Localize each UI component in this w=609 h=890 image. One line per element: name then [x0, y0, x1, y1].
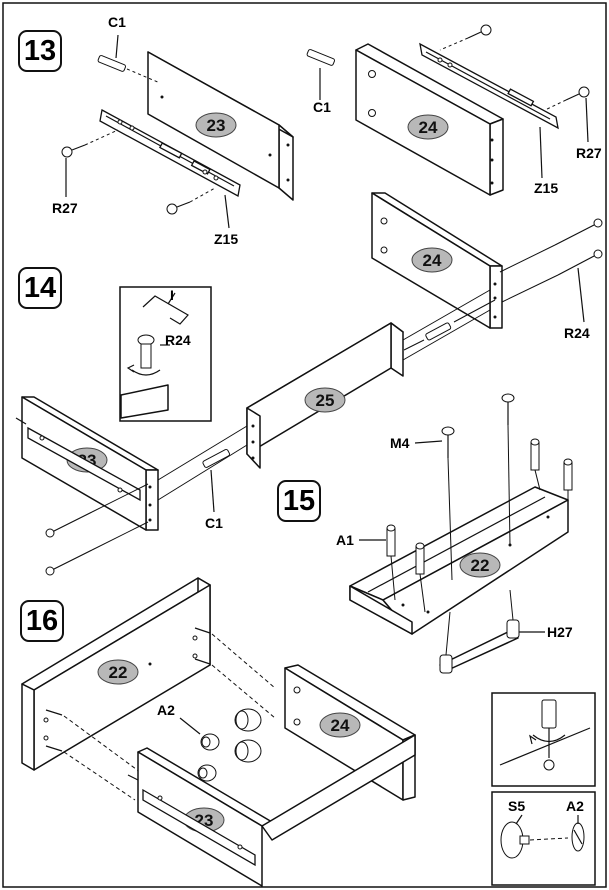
label-c1-step13-right: C1 [313, 99, 331, 115]
step-15-diagram: 22 M4 A1 [336, 393, 573, 674]
screws-m4-step15 [441, 393, 515, 581]
part-number-24-step16: 24 [331, 716, 350, 735]
step-13-number: 13 [18, 30, 62, 72]
step-14-diagram: I R24 24 R24 [15, 192, 603, 576]
label-r27-step13-left: R27 [52, 200, 78, 216]
part-number-25: 25 [316, 391, 335, 410]
part-number-24: 24 [419, 118, 438, 137]
label-c1-step14: C1 [205, 515, 223, 531]
part-number-22-step16: 22 [109, 663, 128, 682]
panel-22-step16: 22 [21, 577, 211, 771]
dowel-c1-step13-right [306, 49, 336, 100]
label-r24-step14: R24 [564, 325, 590, 341]
label-a2-inset: A2 [566, 798, 584, 814]
label-z15-step13-left: Z15 [214, 231, 238, 247]
step-13-diagram: 23 C1 R27 Z15 [52, 14, 602, 247]
handle-h27-step15 [439, 589, 545, 674]
label-s5: S5 [508, 798, 525, 814]
panel-23-step13: 23 [147, 51, 294, 201]
dowel-c1-step13 [97, 34, 161, 84]
part-number-24-step14: 24 [423, 251, 442, 270]
dowel-c1-step14-left [202, 448, 231, 513]
cam-bolts-step16 [45, 627, 276, 801]
label-r27-step13-right: R27 [576, 145, 602, 161]
step-16-diagram: 22 24 23 [21, 577, 416, 887]
step-16-number: 16 [20, 600, 64, 642]
label-a1: A1 [336, 532, 354, 548]
panel-24-step13: 24 [355, 43, 504, 196]
cam-lock-inset [119, 286, 212, 422]
label-i: I [170, 287, 174, 303]
panel-23-step16: 23 [127, 734, 416, 887]
drawer-slide-z15-left [99, 108, 241, 229]
drawer-slide-z15-right [419, 42, 559, 179]
part-number-22: 22 [471, 556, 490, 575]
panel-22-step15: 22 [349, 486, 569, 635]
cam-locks-a2-step16 [179, 708, 262, 782]
panel-23-step14: 23 [15, 396, 159, 531]
step-14-number: 14 [18, 267, 62, 309]
detail-cam-cover-inset [491, 791, 596, 886]
detail-screwdriver-inset [491, 692, 596, 787]
panel-25-step14: 25 [246, 322, 404, 469]
screws-r24-step14-left [45, 483, 149, 576]
label-c1-step13: C1 [108, 14, 126, 30]
step-15-number: 15 [277, 480, 321, 522]
label-m4: M4 [390, 435, 410, 451]
cam-bolts-a1-step15 [386, 438, 573, 613]
label-a2-step16: A2 [157, 702, 175, 718]
screws-r27-step13-right [439, 24, 590, 143]
label-h27: H27 [547, 624, 573, 640]
screws-r24-step14 [499, 218, 603, 323]
panel-24-step14: 24 [371, 192, 503, 329]
dowel-c1-step14-right [403, 299, 496, 351]
part-number-23: 23 [207, 116, 226, 135]
screws-r27-step13 [61, 129, 216, 215]
label-r24-inset: R24 [165, 332, 191, 348]
label-z15-step13-right: Z15 [534, 180, 558, 196]
